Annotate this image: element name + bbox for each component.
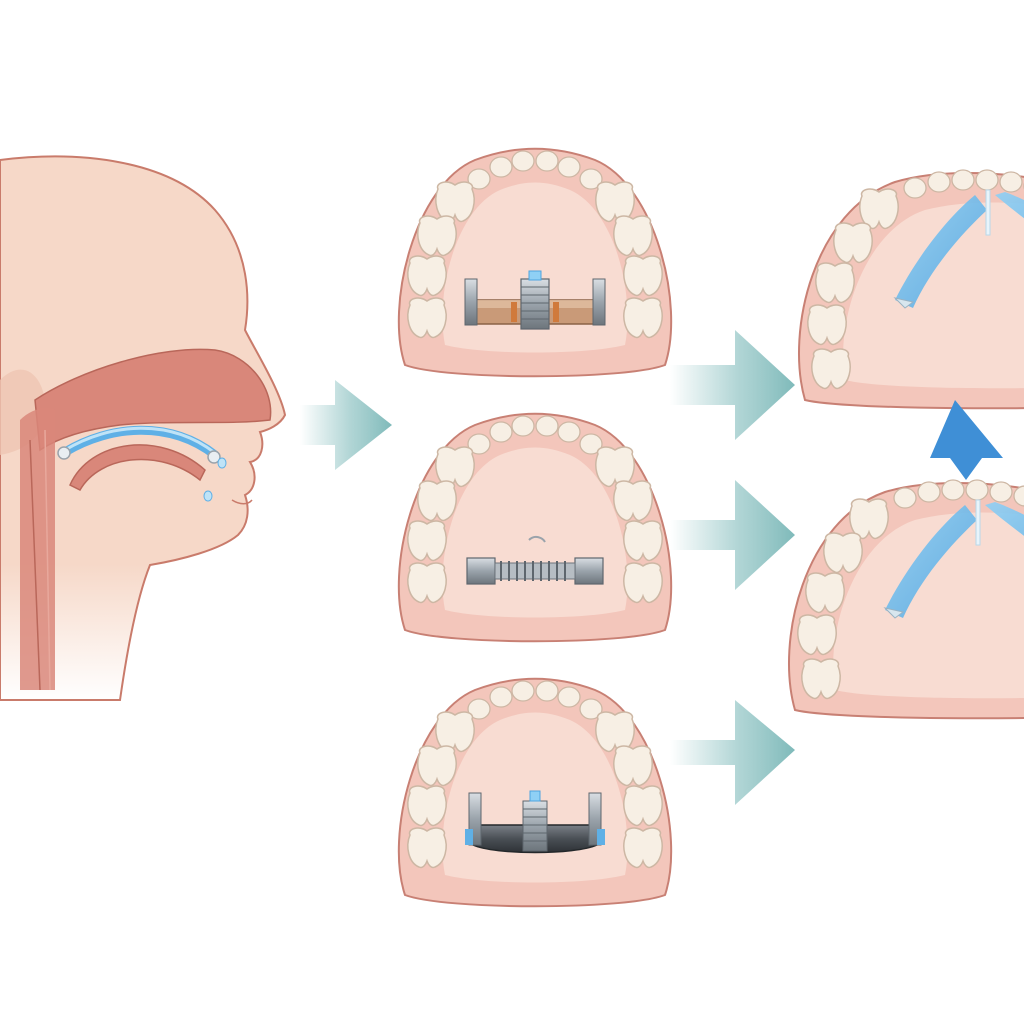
screw-expander-dark	[465, 790, 605, 854]
right-arrow-icon	[670, 330, 795, 440]
down-arrow-icon	[930, 400, 1003, 480]
arch-bottom	[399, 679, 671, 907]
right-arrow-icon	[670, 480, 795, 590]
arch-result-top	[799, 170, 1024, 408]
palate-arc	[69, 444, 206, 491]
arch-top	[399, 149, 671, 377]
arrow-top-to-result	[670, 330, 795, 440]
head-profile	[0, 155, 287, 701]
right-arrow-icon	[300, 380, 392, 470]
airway-tube	[60, 425, 220, 460]
arrow-middle-to-result	[670, 480, 795, 590]
arch-middle	[399, 414, 671, 642]
screw-expander-copper	[464, 270, 606, 330]
arrow-result-down	[930, 400, 1003, 480]
arch-result-bottom	[789, 480, 1024, 718]
nasal-tissue	[34, 348, 272, 452]
right-arrow-icon	[670, 700, 795, 805]
arrow-bottom-to-result	[670, 700, 795, 805]
spring-expander	[466, 535, 604, 585]
arrow-head-to-arches	[300, 380, 392, 470]
